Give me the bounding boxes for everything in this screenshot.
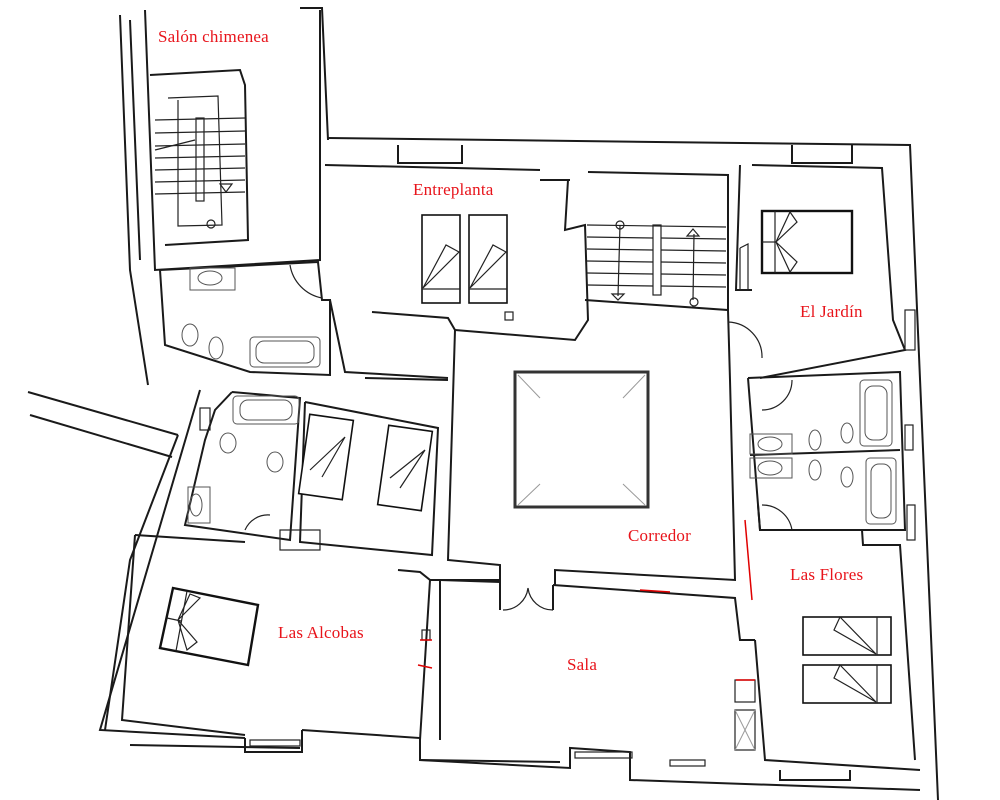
room-label-las-alcobas: Las Alcobas [278, 623, 364, 642]
exterior-walls [27, 7, 939, 800]
room-las-alcobas [120, 534, 500, 741]
courtyard-corredor [446, 309, 755, 641]
room-label-el-jardin: El Jardín [800, 302, 863, 321]
bathroom-left [183, 391, 302, 542]
room-las-flores [734, 504, 921, 771]
room-entreplanta [329, 179, 590, 381]
stair-central [584, 171, 729, 312]
room-el-jardin [727, 164, 916, 379]
room-twin-left [279, 401, 440, 557]
stair-salon [149, 68, 250, 246]
room-label-sala: Sala [567, 655, 598, 674]
room-label-entreplanta: Entreplanta [413, 180, 494, 199]
room-sala [249, 579, 706, 767]
room-label-corredor: Corredor [628, 526, 691, 545]
room-label-salon-chimenea: Salón chimenea [158, 27, 269, 46]
bathroom-salon [159, 260, 331, 377]
bathrooms-right [747, 370, 916, 541]
room-label-las-flores: Las Flores [790, 565, 864, 584]
